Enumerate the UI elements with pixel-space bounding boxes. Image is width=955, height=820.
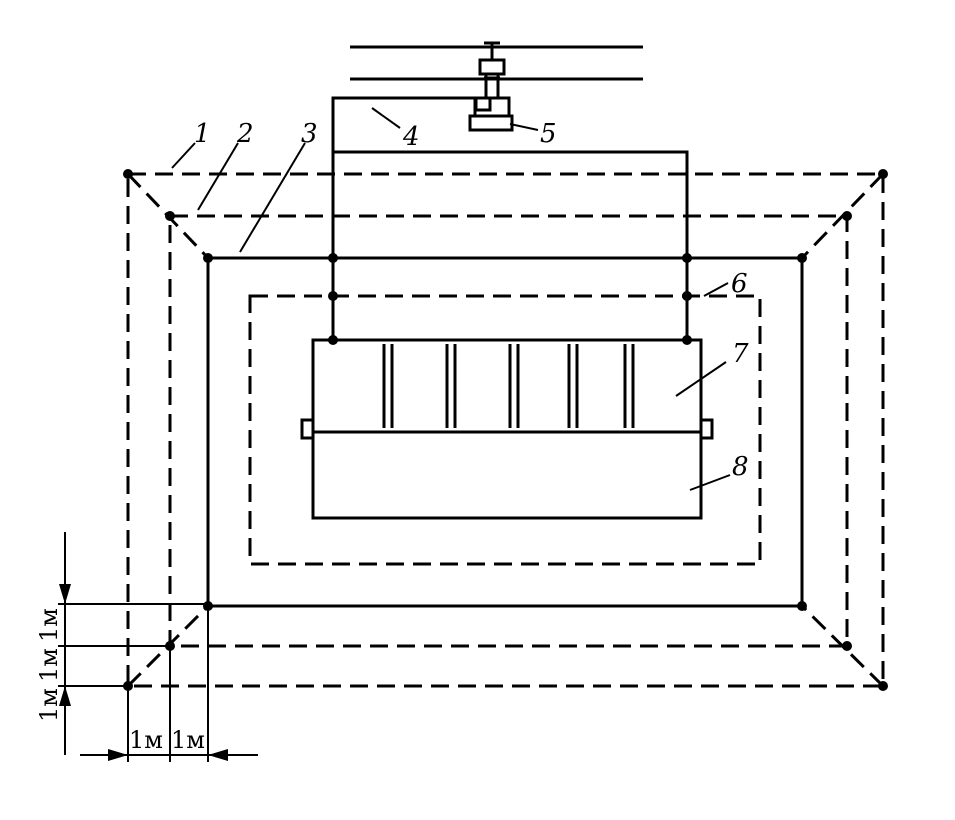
- horizontal-dimension-arrows: [108, 749, 228, 761]
- base-8: [311, 430, 703, 520]
- equipment-7: [300, 338, 714, 440]
- outer-contour-1: [126, 172, 885, 688]
- label-3: 3: [301, 119, 318, 149]
- horizontal-dimension: [80, 606, 258, 762]
- label-1: 1: [194, 119, 211, 149]
- dim-vertical-mid: 1м: [35, 648, 63, 682]
- ground-conductor-4: [331, 96, 689, 340]
- dim-vertical-lower: 1м: [35, 688, 63, 722]
- vertical-dimension: [58, 532, 208, 755]
- dim-horizontal-right: 1м: [171, 726, 205, 754]
- solid-contour-3: [206, 256, 804, 608]
- inner-contour-6: [248, 294, 762, 566]
- disconnector-5: [468, 41, 514, 132]
- dim-horizontal-left: 1м: [129, 726, 163, 754]
- label-6: 6: [731, 269, 748, 299]
- label-8: 8: [732, 452, 749, 482]
- label-2: 2: [236, 119, 254, 149]
- middle-contour-2: [168, 214, 849, 648]
- junction-dots: [123, 169, 888, 691]
- dim-vertical-upper: 1м: [35, 608, 63, 642]
- label-4: 4: [402, 122, 420, 152]
- leader-lines: [171, 107, 731, 491]
- label-7: 7: [732, 339, 749, 369]
- label-5: 5: [540, 119, 557, 149]
- vertical-dimension-arrows: [59, 584, 71, 706]
